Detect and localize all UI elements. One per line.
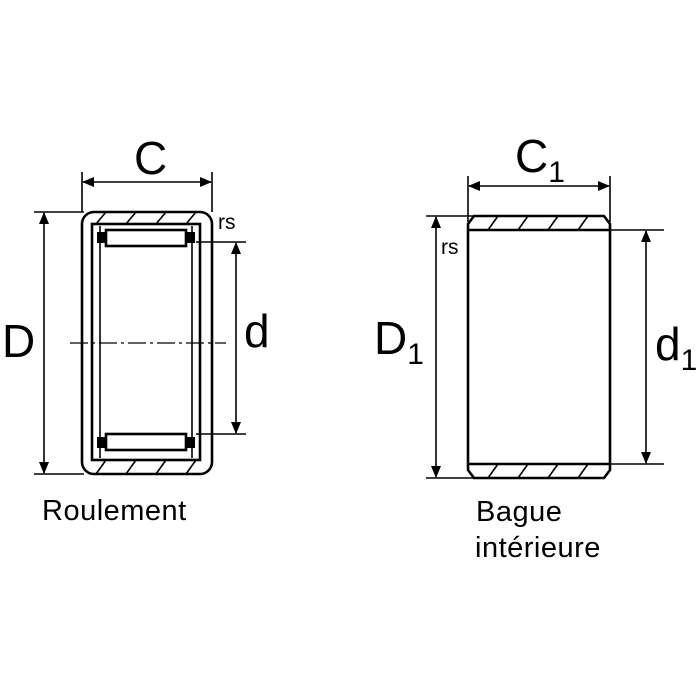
label-d1: d1 xyxy=(655,318,697,377)
needle-roller-bottom xyxy=(104,432,188,452)
caption-bague: Bague xyxy=(476,496,562,528)
needle-roller-top xyxy=(104,228,188,248)
inner-ring-hatching xyxy=(487,215,589,479)
label-rs-bearing: rs xyxy=(218,211,236,234)
caption-interieure: intérieure xyxy=(475,532,601,564)
bearing-cavity xyxy=(90,222,202,462)
inner-ring-outline xyxy=(466,214,612,480)
label-rs-ring: rs xyxy=(441,236,459,259)
label-d: d xyxy=(244,305,270,357)
inner-ring-drawing: C1 D1 d1 rs Bague intérieure xyxy=(374,130,697,564)
caption-roulement: Roulement xyxy=(42,495,187,527)
cage-block xyxy=(186,437,195,448)
bearing-shell-hatching xyxy=(95,211,197,475)
label-D1: D1 xyxy=(374,312,424,371)
cage-block xyxy=(186,232,195,243)
label-D: D xyxy=(2,315,35,367)
cage-block xyxy=(97,232,106,243)
cage-block xyxy=(97,437,106,448)
bearing-drawing: C D d rs Roulement xyxy=(2,132,270,527)
label-C: C xyxy=(134,132,167,184)
label-C1: C1 xyxy=(515,130,565,189)
